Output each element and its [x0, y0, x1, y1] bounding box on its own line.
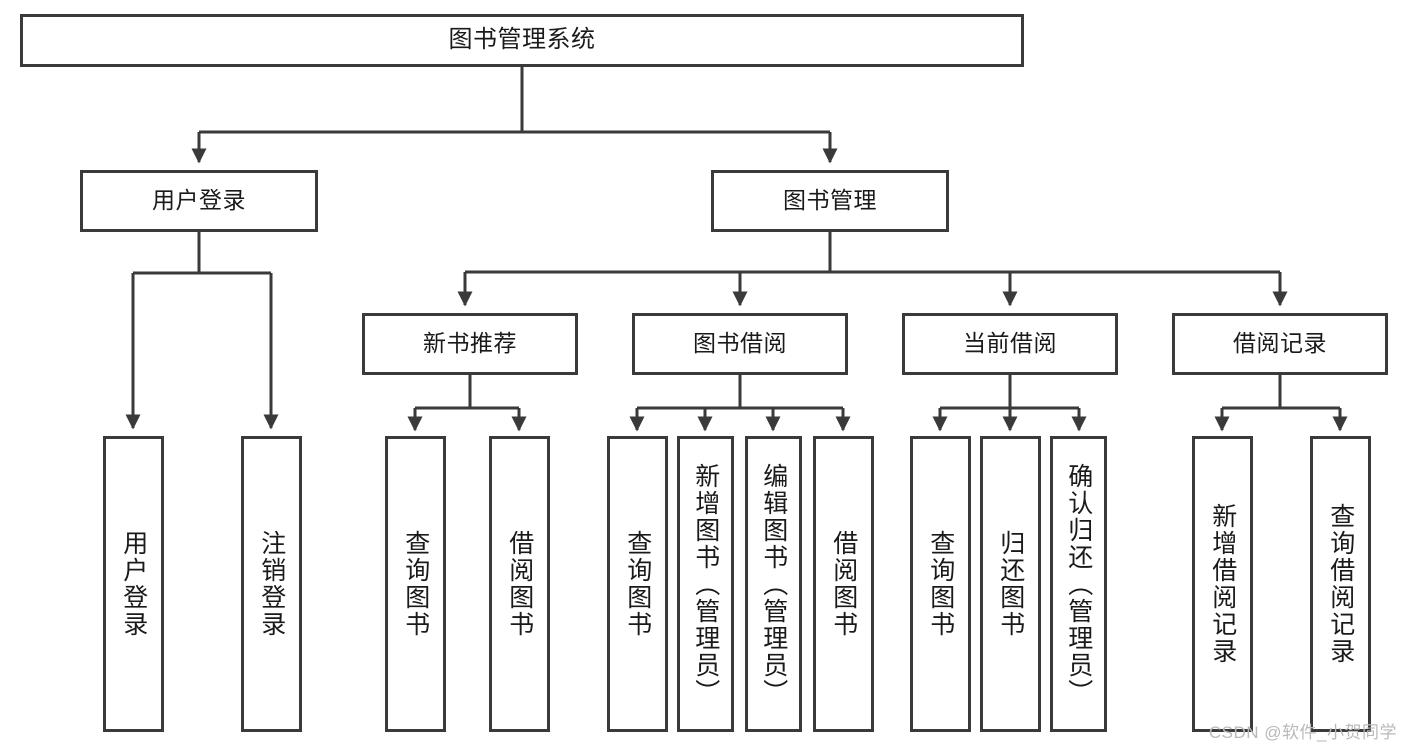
node-leaf-query-book-1-label: 查询图书	[401, 530, 430, 638]
node-leaf-return-book-label: 归还图书	[996, 530, 1025, 638]
node-leaf-borrow-book-1[interactable]: 借阅图书	[489, 436, 550, 732]
node-leaf-query-book-3-label: 查询图书	[926, 530, 955, 638]
node-borrow-record[interactable]: 借阅记录	[1172, 313, 1388, 375]
node-leaf-logout-login-label: 注销登录	[257, 530, 286, 638]
node-new-book-recommend[interactable]: 新书推荐	[362, 313, 578, 375]
node-leaf-borrow-book-2-label: 借阅图书	[829, 530, 858, 638]
node-new-book-recommend-label: 新书推荐	[423, 330, 517, 357]
node-leaf-query-book-2-label: 查询图书	[623, 530, 652, 638]
node-book-manage-label: 图书管理	[783, 187, 877, 214]
node-current-borrow-label: 当前借阅	[963, 330, 1057, 357]
node-leaf-user-login[interactable]: 用户登录	[103, 436, 164, 732]
node-user-login-label: 用户登录	[152, 187, 246, 214]
node-leaf-query-book-1[interactable]: 查询图书	[385, 436, 446, 732]
node-leaf-return-book[interactable]: 归还图书	[980, 436, 1041, 732]
node-leaf-query-record[interactable]: 查询借阅记录	[1310, 436, 1371, 732]
node-leaf-add-record-label: 新增借阅记录	[1208, 503, 1237, 665]
node-leaf-add-book-label: 新增图书（管理员）	[691, 462, 720, 706]
node-book-manage[interactable]: 图书管理	[711, 170, 949, 232]
node-root[interactable]: 图书管理系统	[20, 14, 1024, 67]
node-user-login[interactable]: 用户登录	[80, 170, 318, 232]
node-leaf-borrow-book-2[interactable]: 借阅图书	[813, 436, 874, 732]
node-book-borrow[interactable]: 图书借阅	[632, 313, 848, 375]
node-book-borrow-label: 图书借阅	[693, 330, 787, 357]
node-leaf-query-record-label: 查询借阅记录	[1326, 503, 1355, 665]
node-leaf-logout-login[interactable]: 注销登录	[241, 436, 302, 732]
node-leaf-query-book-3[interactable]: 查询图书	[910, 436, 971, 732]
node-leaf-edit-book-label: 编辑图书（管理员）	[759, 462, 788, 706]
node-current-borrow[interactable]: 当前借阅	[902, 313, 1118, 375]
node-borrow-record-label: 借阅记录	[1233, 330, 1327, 357]
node-root-label: 图书管理系统	[448, 26, 596, 54]
node-leaf-confirm-return[interactable]: 确认归还（管理员）	[1050, 436, 1107, 732]
csdn-watermark: CSDN @软件_小贺同学	[1208, 723, 1397, 742]
node-leaf-add-record[interactable]: 新增借阅记录	[1192, 436, 1253, 732]
node-leaf-edit-book[interactable]: 编辑图书（管理员）	[745, 436, 802, 732]
node-leaf-query-book-2[interactable]: 查询图书	[607, 436, 668, 732]
node-leaf-confirm-return-label: 确认归还（管理员）	[1064, 462, 1093, 706]
node-leaf-add-book[interactable]: 新增图书（管理员）	[677, 436, 734, 732]
node-leaf-borrow-book-1-label: 借阅图书	[505, 530, 534, 638]
node-leaf-user-login-label: 用户登录	[119, 530, 148, 638]
